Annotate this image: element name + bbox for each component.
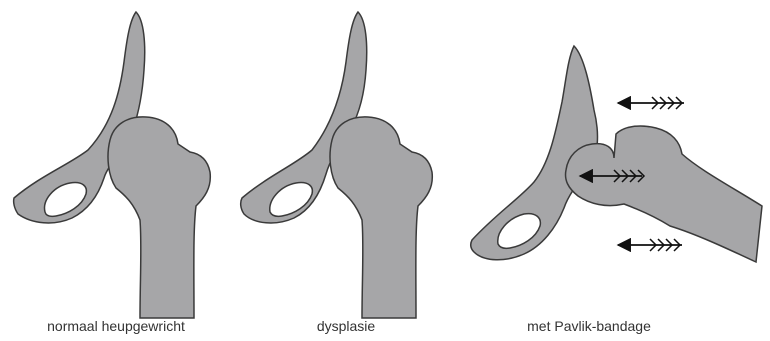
femur-bone — [330, 117, 432, 318]
femur-bone — [108, 117, 210, 318]
arrow-lower — [618, 239, 682, 251]
arrow-upper — [618, 97, 684, 109]
caption-normal-hip: normaal heupgewricht — [47, 318, 185, 334]
femur-bone — [566, 126, 763, 262]
panel-normal-hip — [14, 12, 211, 318]
panel-dysplasia — [241, 12, 433, 318]
panel-pavlik — [471, 46, 762, 262]
caption-pavlik: met Pavlik-bandage — [527, 318, 651, 334]
caption-dysplasia: dysplasie — [317, 318, 376, 334]
